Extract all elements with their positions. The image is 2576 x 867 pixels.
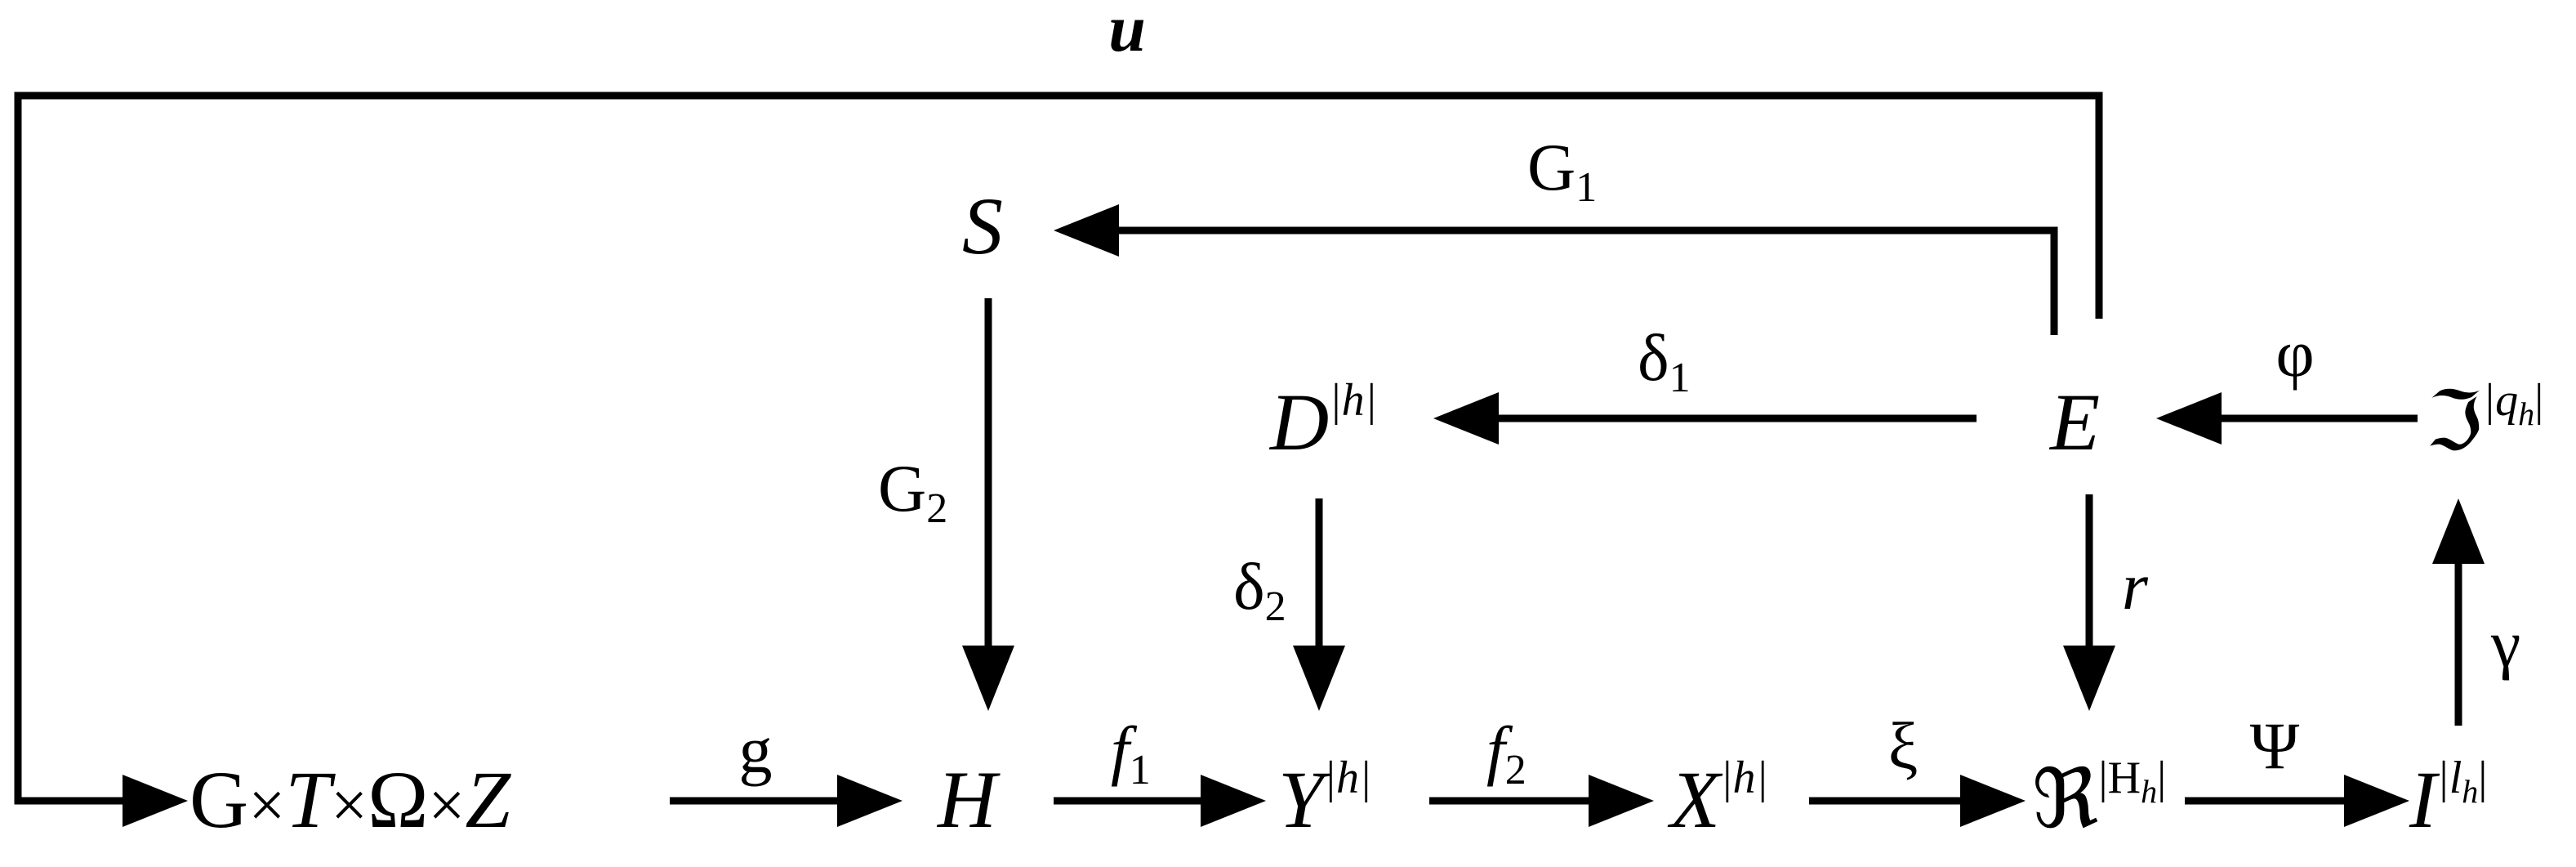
arrow-r (2063, 494, 2115, 711)
label-f2: f2 (1486, 713, 1526, 793)
label-g1: G1 (1527, 130, 1597, 211)
arrow-g2 (962, 298, 1014, 711)
node-j-frak: ℑ|qh| (2426, 375, 2543, 467)
node-y: Y|h| (1278, 753, 1371, 845)
label-f1: f1 (1111, 713, 1151, 793)
label-psi: Ψ (2250, 708, 2300, 783)
arrow-gamma (2432, 498, 2485, 726)
arrow-psi (2185, 775, 2409, 827)
node-e: E (2048, 377, 2100, 467)
arrow-xi (1809, 775, 2026, 827)
label-u: u (1108, 0, 1146, 65)
node-product: G×T×Ω×Z (189, 754, 512, 845)
arrow-phi (2156, 392, 2418, 445)
node-r-frak: ℜ|Hh| (2032, 753, 2166, 845)
label-phi: φ (2275, 316, 2314, 391)
label-g: g (739, 713, 773, 787)
label-g2: G2 (878, 451, 947, 532)
node-s: S (962, 181, 1003, 271)
node-h: H (936, 754, 1001, 845)
arrow-f2 (1429, 775, 1654, 827)
label-xi: ξ (1888, 708, 1919, 783)
label-gamma: γ (2490, 606, 2520, 681)
arrow-u (14, 92, 2103, 827)
node-x: X|h| (1667, 753, 1768, 845)
label-delta2: δ2 (1233, 549, 1286, 630)
label-r: r (2122, 549, 2149, 623)
arrow-f1 (1054, 775, 1266, 827)
arrow-delta2 (1293, 498, 1345, 711)
arrow-g (670, 775, 902, 827)
label-delta1: δ1 (1638, 320, 1691, 401)
node-d: D|h| (1268, 375, 1377, 467)
arrow-g1 (1054, 204, 2058, 335)
arrow-delta1 (1433, 392, 1977, 445)
node-i: I|lh| (2409, 753, 2487, 845)
